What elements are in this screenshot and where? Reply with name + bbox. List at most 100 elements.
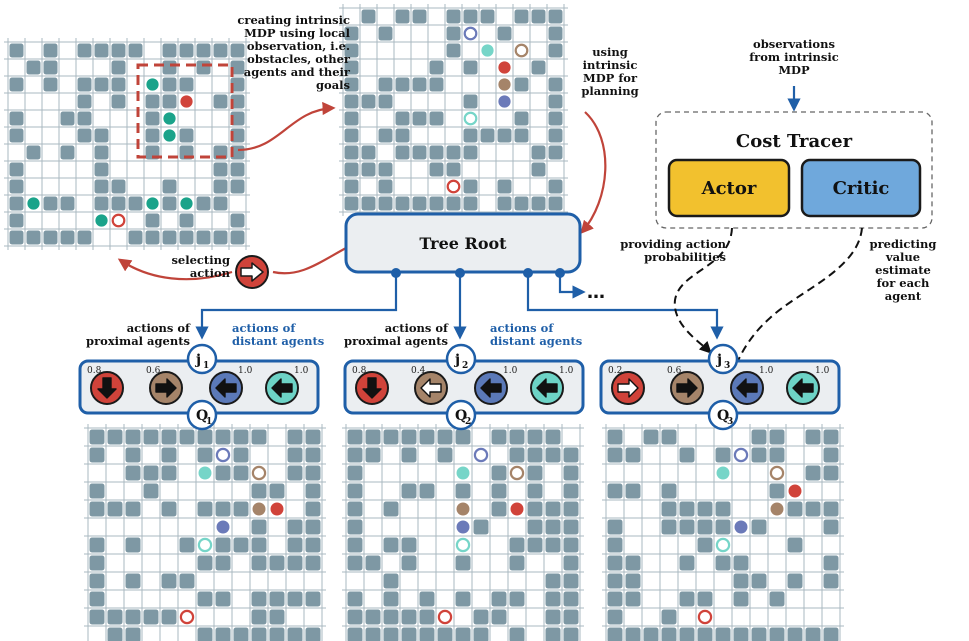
svg-text:Q: Q xyxy=(196,408,208,424)
action-probability: 1.0 xyxy=(503,366,518,376)
action-icon xyxy=(90,371,124,405)
goal-marker xyxy=(179,609,195,625)
agent-marker xyxy=(716,466,730,480)
critic-box xyxy=(800,158,922,218)
svg-text:j: j xyxy=(194,352,201,368)
agent-marker xyxy=(146,78,159,91)
left-arrow-icon xyxy=(271,378,293,398)
goal-marker xyxy=(446,179,461,194)
goal-marker xyxy=(509,465,525,481)
action-probability: 1.0 xyxy=(559,366,574,376)
agent-marker xyxy=(734,520,748,534)
action-icon xyxy=(730,371,764,405)
goal-marker xyxy=(715,537,731,553)
red-arrow-select-action xyxy=(117,258,233,281)
red-arrow-planning xyxy=(580,111,607,234)
action-icon xyxy=(786,371,820,405)
selecting-action-label: selecting action xyxy=(171,253,230,280)
right-arrow-icon xyxy=(617,378,639,398)
action-probability: 0.6 xyxy=(146,366,161,376)
grid-map-child-2 xyxy=(342,424,584,641)
cost-tracer-box xyxy=(655,111,933,229)
grid-map-child-3 xyxy=(602,424,844,641)
agent-marker xyxy=(498,95,511,108)
agent-marker xyxy=(252,502,266,516)
svg-text:Q: Q xyxy=(717,408,729,424)
grid-maps xyxy=(4,4,844,641)
q-value-node: Q2 xyxy=(445,399,477,431)
agent-marker xyxy=(180,197,193,210)
agent-marker xyxy=(163,112,176,125)
svg-text:3: 3 xyxy=(727,417,733,427)
svg-text:1: 1 xyxy=(203,361,209,371)
agent-marker xyxy=(456,502,470,516)
agent-marker xyxy=(146,197,159,210)
actor-box xyxy=(667,158,791,218)
svg-text:2: 2 xyxy=(462,361,468,371)
agent-marker xyxy=(180,95,193,108)
left-arrow-icon xyxy=(420,378,442,398)
right-arrow-icon xyxy=(676,378,698,398)
down-arrow-icon xyxy=(362,377,382,399)
svg-text:j: j xyxy=(715,352,722,368)
goal-marker xyxy=(473,447,489,463)
red-arrow-root-to-action xyxy=(272,247,347,275)
action-probability: 1.0 xyxy=(759,366,774,376)
goal-marker xyxy=(251,465,267,481)
action-probability: 1.0 xyxy=(815,366,830,376)
goal-marker xyxy=(463,111,478,126)
action-icon xyxy=(474,371,508,405)
agent-marker xyxy=(481,44,494,57)
using-mdp-label: using intrinsic MDP for planning xyxy=(581,45,639,98)
agent-marker xyxy=(456,520,470,534)
tree-edges xyxy=(195,273,724,340)
svg-text:j: j xyxy=(453,352,460,368)
agent-marker xyxy=(498,61,511,74)
proximal-agents-label-2: actions of proximal agents xyxy=(344,321,448,348)
distant-agents-label-1: actions of distant agents xyxy=(232,321,325,348)
critic-value-arrow xyxy=(726,227,863,385)
agent-marker xyxy=(27,197,40,210)
agent-marker xyxy=(456,466,470,480)
goal-marker xyxy=(437,609,453,625)
grid-map-intrinsic xyxy=(339,4,568,216)
agent-marker xyxy=(270,502,284,516)
action-icon xyxy=(149,371,183,405)
goal-marker xyxy=(733,447,749,463)
action-probability: 1.0 xyxy=(238,366,253,376)
agent-marker xyxy=(788,484,802,498)
q-value-node: Q3 xyxy=(707,399,739,431)
action-icon xyxy=(209,371,243,405)
goal-marker xyxy=(215,447,231,463)
cost-tracer-title: Cost Tracer xyxy=(736,131,853,152)
red-arrow-to-mdp xyxy=(237,101,336,152)
goal-marker xyxy=(514,43,529,58)
local-observation-box xyxy=(136,63,234,159)
goal-marker xyxy=(111,213,126,228)
action-icon xyxy=(414,371,448,405)
svg-text:2: 2 xyxy=(465,417,471,427)
goal-marker xyxy=(463,26,478,41)
svg-text:Q: Q xyxy=(455,408,467,424)
right-arrow-icon xyxy=(155,378,177,398)
actor-prob-arrow xyxy=(673,227,733,354)
grid-map-child-1 xyxy=(84,424,326,641)
svg-text:3: 3 xyxy=(724,361,730,371)
selected-action-icon xyxy=(235,255,269,289)
action-probability: 0.2 xyxy=(608,366,622,376)
left-arrow-icon xyxy=(215,378,237,398)
left-arrow-icon xyxy=(792,378,814,398)
left-arrow-icon xyxy=(480,378,502,398)
action-probability: 1.0 xyxy=(294,366,309,376)
action-probability: 0.4 xyxy=(411,366,426,376)
predicting-value-label: predicting value estimate for each agent xyxy=(869,237,937,303)
down-arrow-icon xyxy=(97,377,117,399)
observations-label: observations from intrinsic MDP xyxy=(749,37,839,77)
intrinsic-mdp-label: creating intrinsic MDP using local obser… xyxy=(237,13,350,92)
